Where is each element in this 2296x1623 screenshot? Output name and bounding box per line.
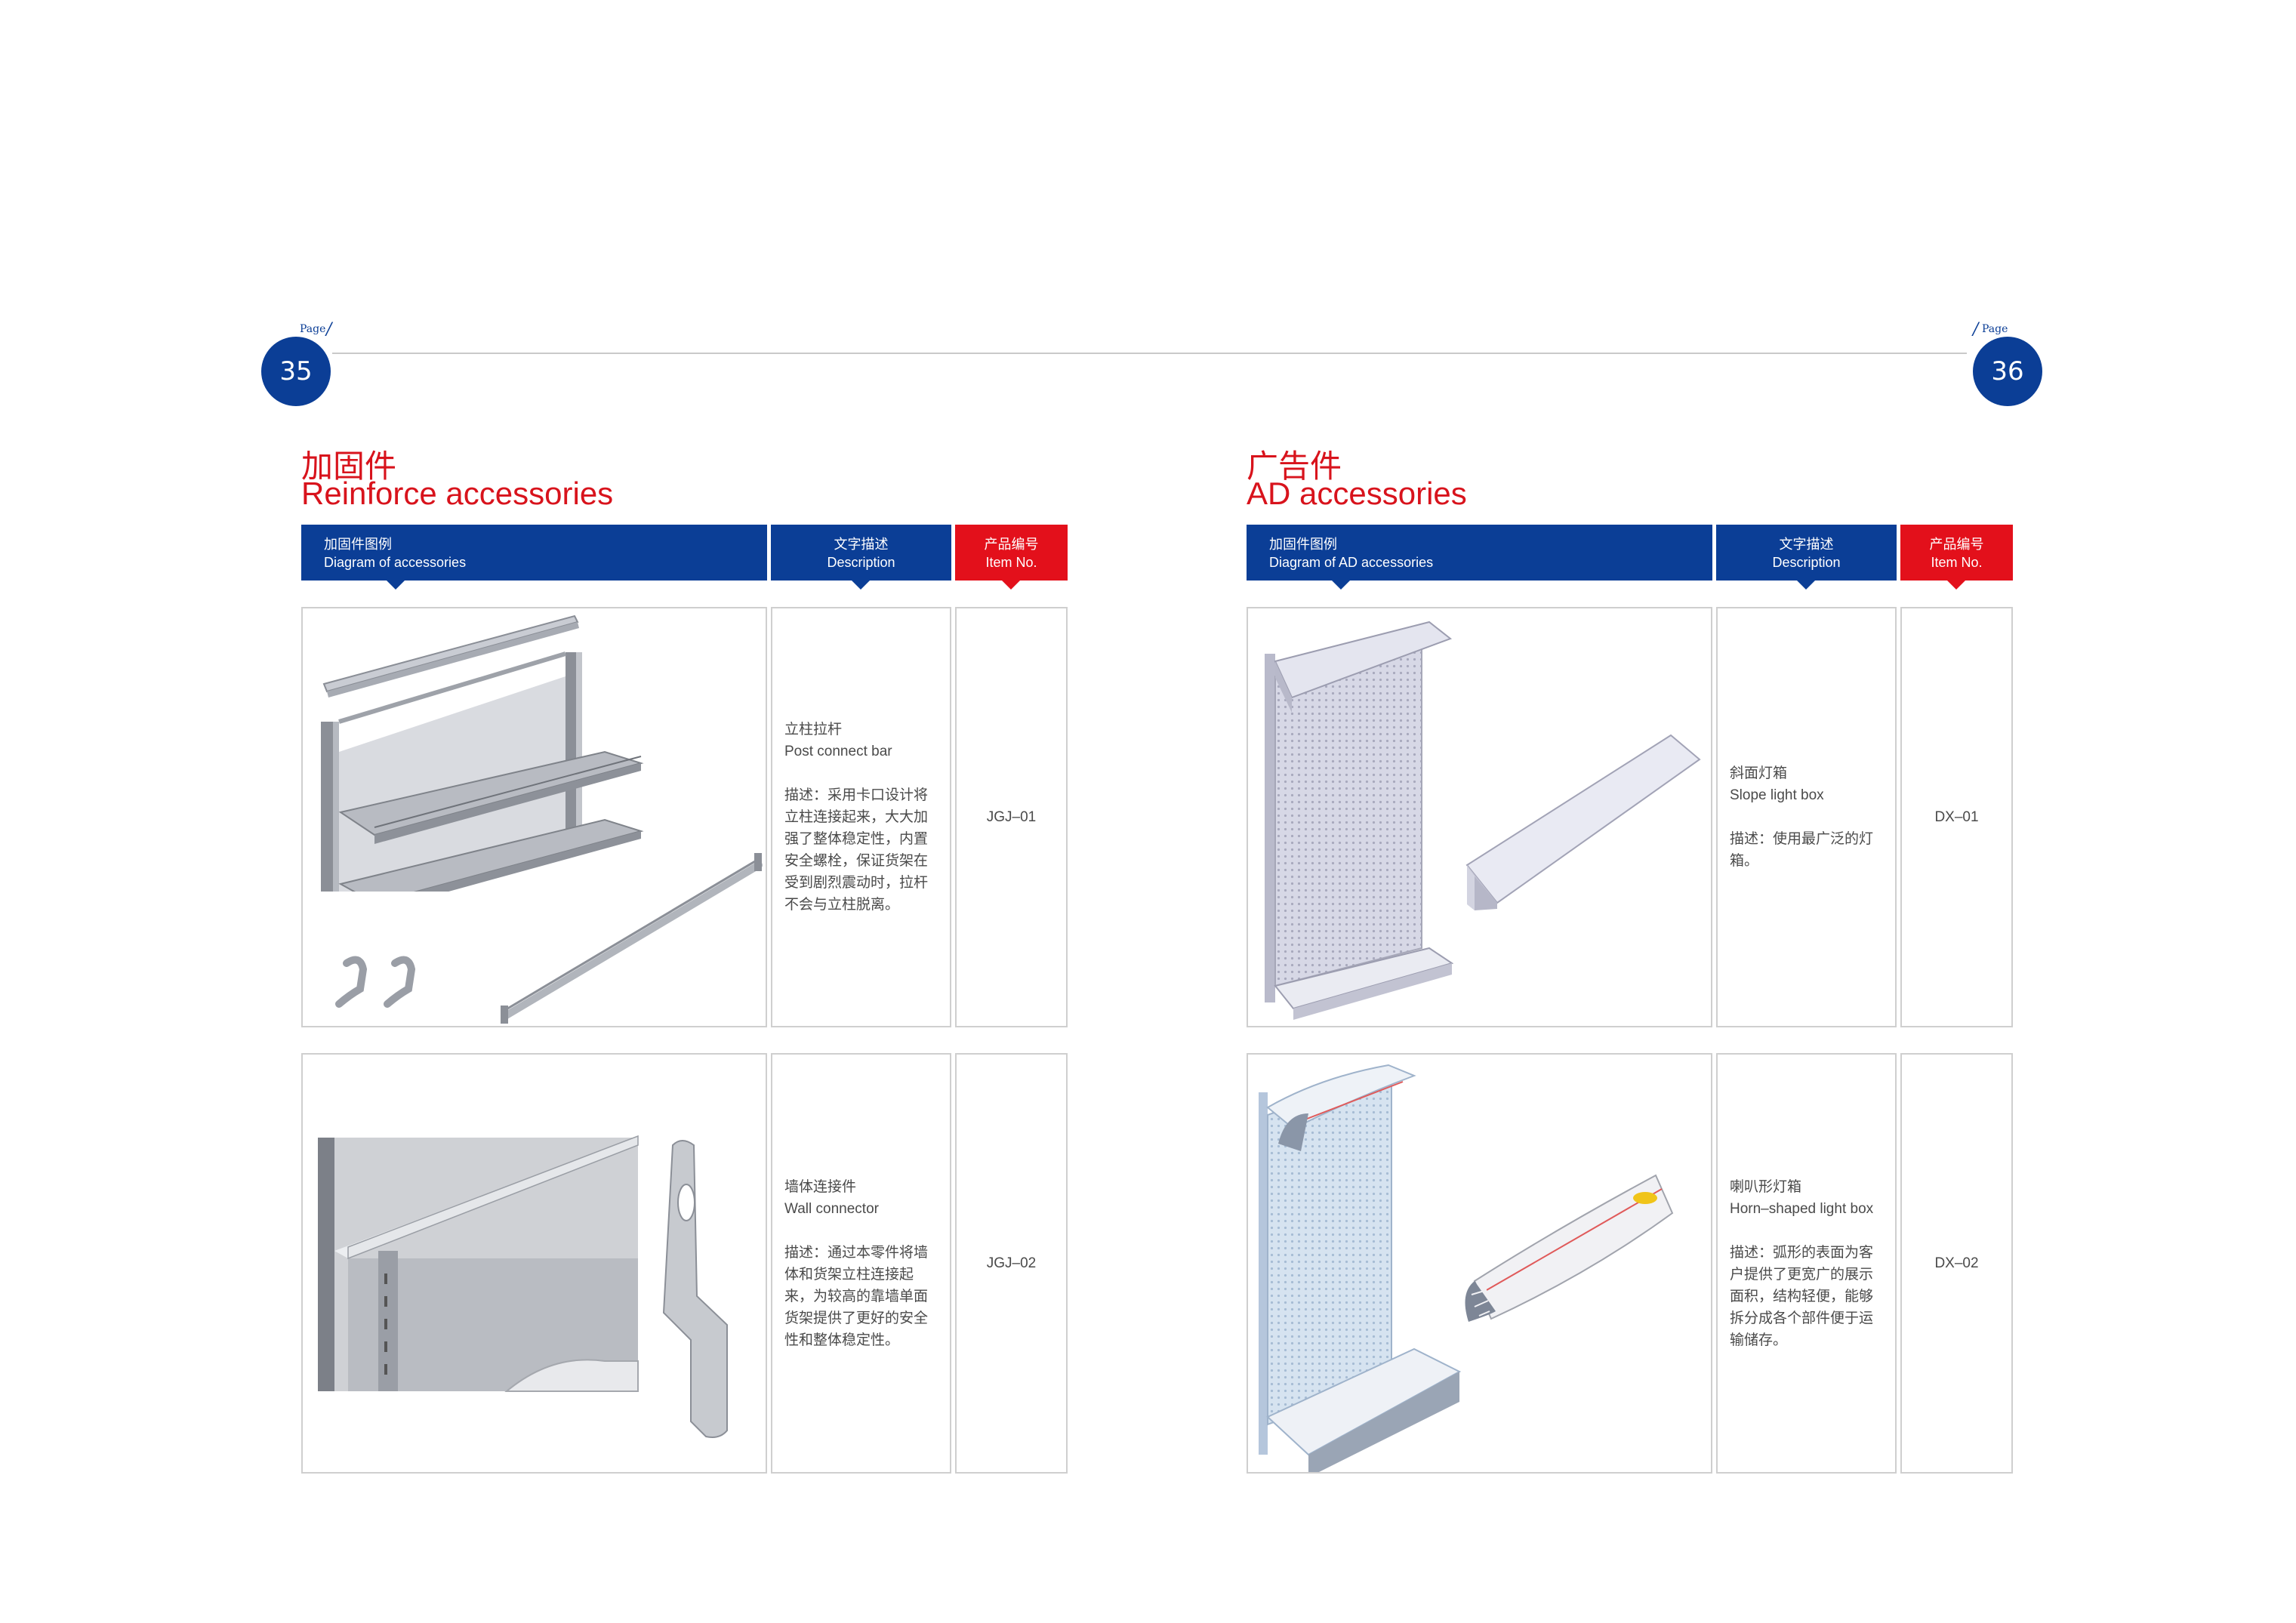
diagram-cell-wall-connector [301,1053,767,1474]
item-number-cell: JGJ–01 [955,607,1068,1027]
description-cell: 立柱拉杆 Post connect bar 描述：采用卡口设计将 立柱连接起来，… [771,607,951,1027]
section-title-cn: 加固件 [301,448,397,485]
header-diagram: 加固件图例 Diagram of accessories [301,525,767,590]
diagram-cell-post-connect-bar [301,607,767,1027]
header-item-cn: 产品编号 [1929,537,1984,552]
post-connect-bar-illustration [321,614,763,1024]
header-diagram: 加固件图例 Diagram of AD accessories [1247,525,1712,590]
description-cell: 墙体连接件 Wall connector 描述：通过本零件将墙 体和货架立柱连接… [771,1053,951,1474]
header-description-en: Description [827,555,895,570]
page-number-badge-right: 36 [1973,337,2042,406]
header-diagram-en: Diagram of accessories [324,555,467,570]
description-line: 描述：采用卡口设计将 [784,787,929,803]
item-name-en: Horn–shaped light box [1730,1200,1874,1217]
description-line: 货架提供了更好的安全 [784,1310,929,1326]
description-line: 箱。 [1730,853,1759,869]
slope-light-box-illustration [1265,621,1701,1020]
page-number-badge-left: 35 [261,337,331,406]
description-line: 不会与立柱脱离。 [784,897,900,913]
header-pointer [852,581,870,590]
item-number: JGJ–02 [986,1255,1037,1271]
section-title-cn: 广告件 [1247,448,1342,485]
header-pointer [1332,581,1350,590]
page-slash-left: / [326,320,332,339]
description-line: 描述：使用最广泛的灯 [1730,831,1874,847]
description-cell: 斜面灯箱 Slope light box 描述：使用最广泛的灯 箱。 [1716,607,1897,1027]
page-label-right: Page [1982,323,2008,335]
description-line: 强了整体稳定性，内置 [784,831,929,847]
header-pointer [1947,581,1965,590]
description-line: 户提供了更宽广的展示 [1730,1266,1874,1283]
header-diagram-cn: 加固件图例 [1269,537,1337,552]
item-name-cn: 立柱拉杆 [784,722,843,738]
horn-shaped-light-box-illustration [1259,1064,1674,1477]
description-line: 受到剧烈震动时，拉杆 [784,875,929,891]
item-name-en: Slope light box [1730,787,1824,803]
item-name-en: Post connect bar [784,744,892,759]
description-line: 立柱连接起来，大大加 [784,809,929,825]
item-number: DX–01 [1934,808,1979,825]
item-name-cn: 喇叭形灯箱 [1730,1178,1802,1195]
description-line: 安全螺栓，保证货架在 [784,853,929,869]
header-diagram-en: Diagram of AD accessories [1269,555,1434,570]
header-description-cn: 文字描述 [1779,537,1834,552]
section-title-en: Reinforce accessories [301,476,614,511]
description-line: 输储存。 [1730,1332,1788,1348]
item-name-en: Wall connector [784,1200,879,1217]
header-description: 文字描述 Description [1716,525,1897,590]
description-line: 描述：通过本零件将墙 [784,1244,929,1261]
header-description-en: Description [1772,555,1841,570]
page-slash-right: / [1973,320,1979,339]
header-item-no: 产品编号 Item No. [955,525,1068,590]
page-label-left: Page [300,323,326,335]
diagram-cell-slope-light-box [1247,607,1712,1027]
item-number-cell: JGJ–02 [955,1053,1068,1474]
header-pointer [387,581,405,590]
header-description-cn: 文字描述 [834,537,889,552]
header-diagram-cn: 加固件图例 [324,537,392,552]
description-cell: 喇叭形灯箱 Horn–shaped light box 描述：弧形的表面为客 户… [1716,1053,1897,1474]
header-item-en: Item No. [1931,555,1983,570]
item-number-cell: DX–02 [1900,1053,2013,1474]
item-number: DX–02 [1934,1255,1979,1271]
wall-connector-illustration [318,1135,728,1438]
description-line: 来，为较高的靠墙单面 [784,1288,929,1304]
description-line: 描述：弧形的表面为客 [1730,1244,1874,1261]
header-item-en: Item No. [985,555,1037,570]
item-name-cn: 墙体连接件 [784,1178,857,1195]
header-pointer [1797,581,1815,590]
section-title-en: AD accessories [1247,476,1467,511]
item-number-cell: DX–01 [1900,607,2013,1027]
description-line: 性和整体稳定性。 [784,1332,900,1348]
description-line: 拆分成各个部件便于运 [1730,1310,1874,1326]
description-line: 面积，结构轻便，能够 [1730,1288,1874,1304]
header-item-no: 产品编号 Item No. [1900,525,2013,590]
diagram-cell-horn-shaped-light-box [1247,1053,1712,1477]
item-name-cn: 斜面灯箱 [1730,765,1788,781]
header-pointer [1002,581,1020,590]
description-line: 体和货架立柱连接起 [784,1266,914,1283]
item-number: JGJ–01 [986,808,1037,825]
header-rule [332,353,1967,354]
header-item-cn: 产品编号 [984,537,1039,552]
header-description: 文字描述 Description [771,525,951,590]
